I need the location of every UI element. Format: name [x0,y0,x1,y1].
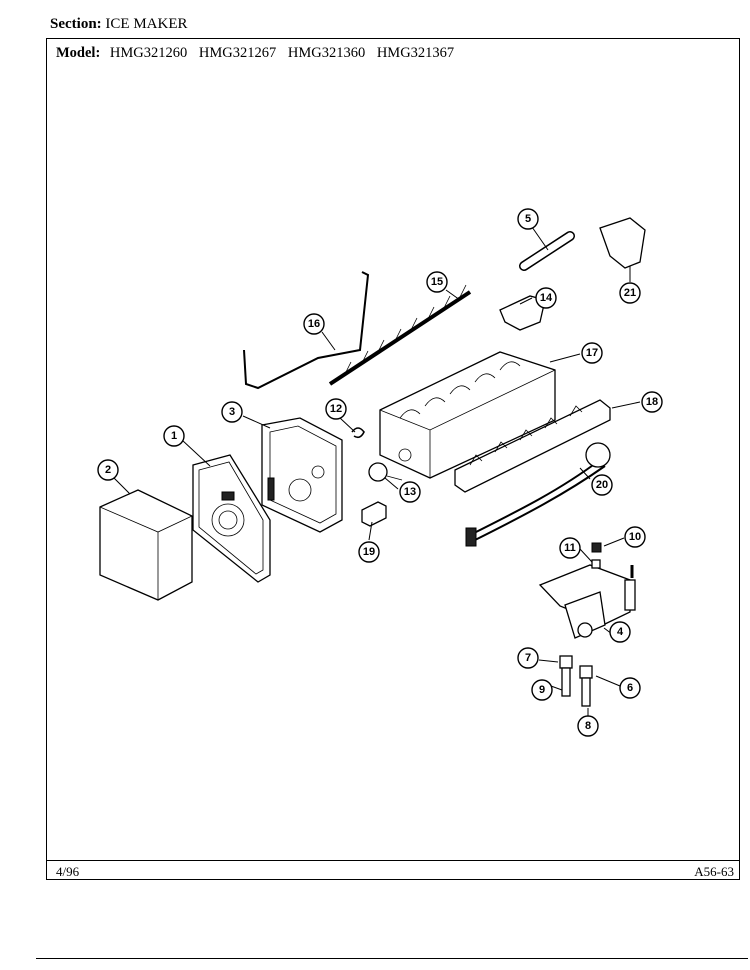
callout-6: 6 [619,677,641,699]
callout-16: 16 [303,313,325,335]
svg-text:13: 13 [404,486,416,498]
part-fill-cup [599,217,646,269]
part-valve-cap [591,542,602,553]
svg-text:19: 19 [363,546,375,558]
diagram-frame [46,38,740,880]
part-wire-arm [243,271,370,390]
section-label: Section: [50,16,102,32]
model-number: HMG321267 [198,45,277,61]
svg-text:17: 17 [586,347,598,359]
part-bearing [499,295,546,331]
callout-17: 17 [581,342,603,364]
callout-8: 8 [577,715,599,737]
page-bottom-rule [36,958,748,959]
callout-9: 9 [531,679,553,701]
callout-4: 4 [609,621,631,643]
callout-5: 5 [517,208,539,230]
footer-rule [46,860,740,861]
part-stripper [454,399,611,493]
svg-text:5: 5 [525,213,531,225]
model-number: HMG321260 [109,45,188,61]
callout-10: 10 [624,526,646,548]
callout-21: 21 [619,282,641,304]
callout-11: 11 [559,537,581,559]
callout-1: 1 [163,425,185,447]
svg-text:6: 6 [627,682,633,694]
callout-2: 2 [97,459,119,481]
svg-text:11: 11 [564,542,576,554]
revision-date: 4/96 [56,864,80,879]
svg-text:2: 2 [105,464,111,476]
callout-19: 19 [358,541,380,563]
callout-15: 15 [426,271,448,293]
part-fittings [559,655,593,707]
svg-text:14: 14 [540,292,553,304]
model-label: Model: [56,45,101,61]
svg-text:1: 1 [171,430,177,442]
part-fill-tube [519,231,575,271]
part-ejector [328,284,472,386]
part-cover [99,489,193,601]
svg-text:8: 8 [585,720,591,732]
callout-12: 12 [325,398,347,420]
model-number: HMG321367 [376,45,455,61]
part-water-valve [538,564,636,639]
svg-text:15: 15 [431,276,443,288]
svg-text:7: 7 [525,652,531,664]
callout-13: 13 [399,481,421,503]
part-mold [379,351,556,479]
callout-20: 20 [591,474,613,496]
page-code: A56-63 [694,864,734,879]
svg-text:3: 3 [229,406,235,418]
svg-text:4: 4 [617,626,624,638]
callout-7: 7 [517,647,539,669]
part-valve-cap-small [591,559,601,569]
part-mounting-plate [192,454,271,583]
svg-text:20: 20 [596,479,608,491]
callout-18: 18 [641,391,663,413]
callout-14: 14 [535,287,557,309]
svg-text:12: 12 [330,403,342,415]
section-value: ICE MAKER [105,16,188,32]
part-control-housing [261,417,343,533]
model-number: HMG321360 [287,45,366,61]
callout-3: 3 [221,401,243,423]
svg-text:16: 16 [308,318,320,330]
svg-text:21: 21 [624,287,636,299]
section-heading: Section: ICE MAKER [50,16,188,33]
part-wire-harness [465,442,611,547]
model-line: Model: HMG321260 HMG321267 HMG321360 HMG… [56,45,462,62]
svg-text:18: 18 [646,396,658,408]
svg-text:9: 9 [539,684,545,696]
svg-text:10: 10 [629,531,641,543]
part-small-hardware [351,427,403,527]
